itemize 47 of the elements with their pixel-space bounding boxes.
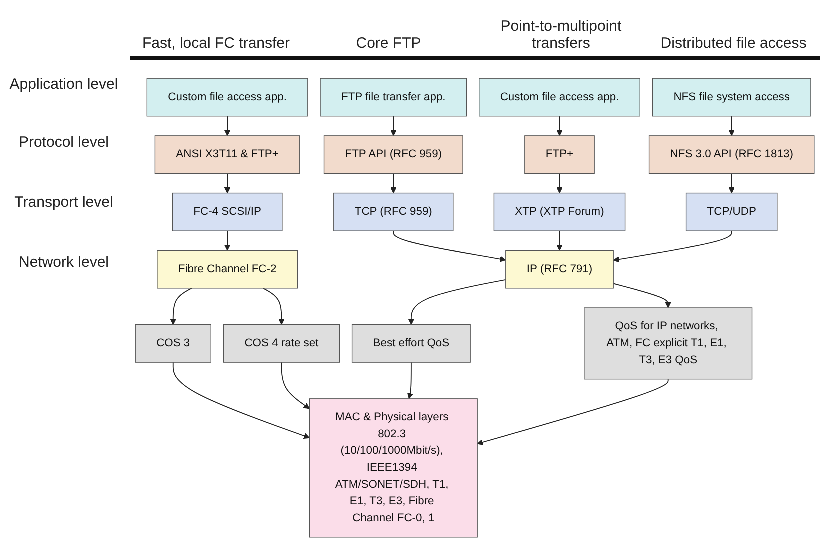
arrow [224, 116, 231, 136]
column-heading: Fast, local FC transfer [141, 35, 292, 54]
arrow [613, 230, 732, 263]
node-box: FTP+ [524, 136, 595, 174]
node-box: COS 3 [135, 324, 212, 363]
arrow [172, 362, 310, 440]
node-box: Custom file access app. [146, 78, 308, 117]
node-box: TCP (RFC 959) [334, 192, 454, 232]
arrow [728, 173, 735, 194]
node-box: FTP API (RFC 959) [324, 136, 464, 174]
node-box: Fibre Channel FC-2 [157, 250, 298, 289]
arrow [556, 230, 563, 251]
node-box: XTP (XTP Forum) [494, 192, 626, 232]
node-box: QoS for IP networks, ATM, FC explicit T1, E1, T3, E3 QoS [584, 308, 753, 380]
arrow [477, 378, 669, 446]
node-box: NFS 3.0 API (RFC 1813) [648, 136, 815, 174]
column-heading: Core FTP [355, 35, 422, 54]
row-heading: Network level [18, 254, 110, 271]
row-heading: Transport level [14, 194, 114, 211]
arrow [224, 173, 231, 194]
node-box: IP (RFC 791) [506, 250, 614, 289]
arrow [393, 230, 506, 262]
column-heading: Distributed file access [660, 35, 808, 54]
node-box: Best effort QoS [352, 324, 471, 363]
arrow [170, 288, 192, 326]
arrow [613, 283, 672, 308]
arrow [556, 173, 563, 194]
node-box: Custom file access app. [479, 78, 640, 117]
arrow [407, 362, 414, 400]
arrow [408, 279, 506, 326]
row-heading: Application level [8, 76, 120, 93]
node-box: COS 4 rate set [223, 324, 340, 363]
column-heading: Point-to-multipoint transfers [500, 18, 623, 54]
node-box: MAC & Physical layers 802.3 (10/100/1000Mbit/s), IEEE1394 ATM/SONET/SDH, T1, E1, T3, E3, Fibre Channel FC-0, 1 [309, 398, 478, 538]
row-heading: Protocol level [18, 134, 110, 151]
arrow [224, 230, 231, 251]
arrow [390, 173, 397, 194]
arrow [728, 116, 735, 136]
arrow [390, 116, 397, 136]
node-box: NFS file system access [652, 78, 812, 117]
node-box: FC-4 SCSI/IP [172, 192, 283, 232]
arrow [556, 116, 563, 136]
arrow [262, 288, 285, 326]
arrow [281, 362, 310, 410]
node-box: TCP/UDP [686, 192, 778, 232]
node-box: FTP file transfer app. [320, 78, 468, 117]
node-box: ANSI X3T11 & FTP+ [154, 136, 300, 174]
